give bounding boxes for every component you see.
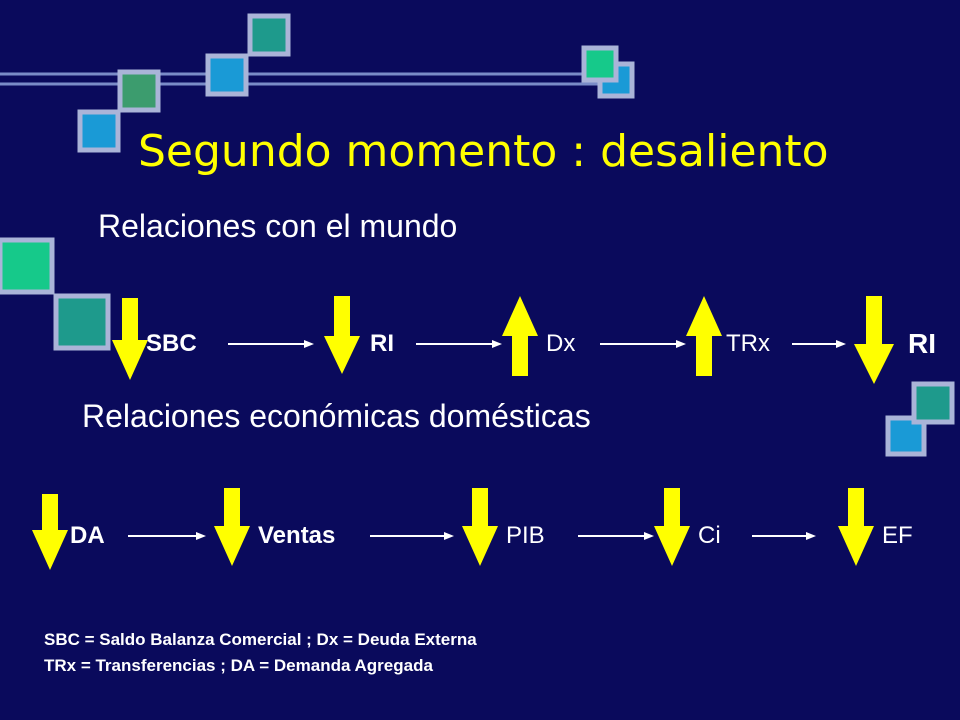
row2-arrows [32,488,874,570]
decor-squares-top-right [581,45,635,99]
decor-squares-top [77,13,291,153]
chain2-label-ef: EF [882,522,913,549]
chain2-label-ventas: Ventas [258,522,336,549]
arrow-up-icon [686,296,722,376]
chain2-label-pib: PIB [506,522,545,549]
arrow-down-icon [838,488,874,566]
row2-connectors [128,532,816,540]
footnote-line1: SBC = Saldo Balanza Comercial ; Dx = Deu… [44,630,477,649]
row1-connectors [228,340,846,348]
decor-squares-right [885,381,955,457]
arrow-down-icon [324,296,360,374]
top-decor-lines [0,72,620,86]
arrow-up-icon [502,296,538,376]
arrow-down-icon [854,296,894,384]
chain2-label-ci: Ci [698,522,721,549]
chain1-label-ri: RI [370,330,394,357]
arrow-down-icon [112,298,148,380]
arrow-down-icon [462,488,498,566]
section2-heading: Relaciones económicas domésticas [82,398,591,434]
slide-title: Segundo momento : desaliento [138,126,829,177]
arrow-down-icon [32,494,68,570]
arrow-down-icon [214,488,250,566]
chain1-label-dx: Dx [546,330,576,357]
chain1-label-ri-result: RI [908,328,936,359]
chain1-label-trx: TRx [726,330,770,357]
decor-squares-left [0,237,111,351]
arrow-down-icon [654,488,690,566]
section1-heading: Relaciones con el mundo [98,208,458,244]
row1-arrows [112,296,894,384]
footnote-line2: TRx = Transferencias ; DA = Demanda Agre… [44,656,433,675]
chain1-label-sbc: SBC [146,330,197,357]
chain2-label-da: DA [70,522,105,549]
